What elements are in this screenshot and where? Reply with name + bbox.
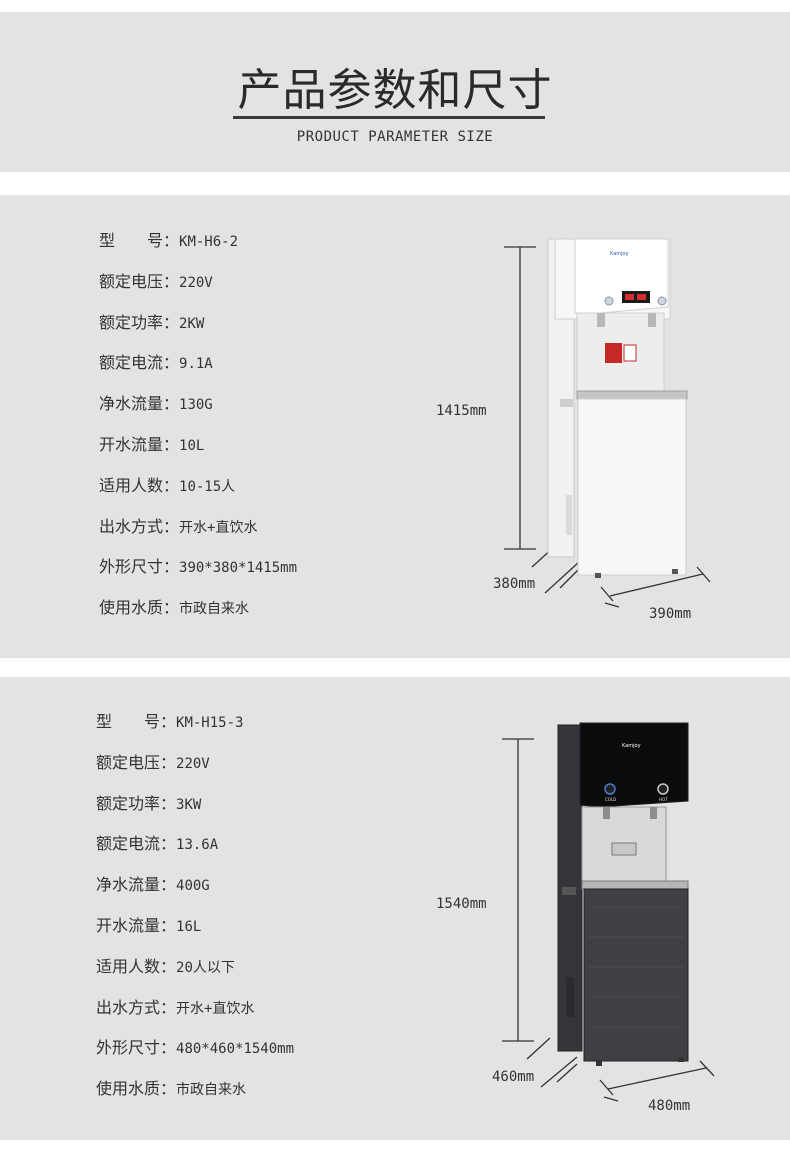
width-label: 480mm — [648, 1098, 691, 1114]
depth-label: 460mm — [492, 1069, 535, 1085]
spec-row: 额定电流：9.1A — [99, 351, 297, 392]
spec-row: 适用人数：20人以下 — [96, 955, 294, 996]
spec-label: 净水流量： — [99, 394, 180, 414]
width-label: 390mm — [649, 606, 692, 622]
svg-text:Kamjoy: Kamjoy — [622, 743, 641, 749]
spec-row: 外形尺寸：480*460*1540mm — [96, 1036, 294, 1077]
spec-value: 16L — [176, 918, 202, 935]
spec-value: 20人以下 — [176, 959, 235, 976]
spec-label: 净水流量： — [96, 875, 177, 895]
dispenser-dark: Kamjoy COLD HOT — [557, 722, 689, 1066]
header-banner: 产品参数和尺寸 PRODUCT PARAMETER SIZE — [0, 12, 790, 172]
page-subtitle: PRODUCT PARAMETER SIZE — [296, 129, 494, 145]
product-card-1: 型 号：KM-H6-2 额定电压：220V 额定功率：2KW 额定电流：9.1A… — [0, 195, 790, 658]
spec-value: 9.1A — [179, 356, 213, 373]
spec-value: 10L — [179, 437, 205, 454]
spec-label: 型 号： — [99, 231, 180, 250]
spec-label: 外形尺寸： — [99, 557, 180, 577]
spec-label: 额定功率： — [99, 312, 180, 332]
spec-value: 130G — [179, 397, 213, 414]
spec-label: 型 号： — [96, 712, 177, 731]
spec-label: 适用人数： — [96, 956, 177, 976]
page-title: 产品参数和尺寸 — [237, 65, 553, 116]
spec-value: 2KW — [179, 315, 205, 332]
spec-value: 3KW — [176, 796, 202, 813]
spec-row: 净水流量：130G — [99, 392, 297, 433]
spec-label: 额定电流： — [96, 834, 177, 854]
spec-value: 13.6A — [176, 837, 219, 854]
hot-label: HOT — [659, 797, 668, 802]
spec-value: 市政自来水 — [176, 1082, 247, 1099]
spec-value: 220V — [179, 274, 213, 291]
height-label: 1540mm — [436, 896, 487, 912]
height-dimension-line — [504, 246, 536, 550]
depth-label: 380mm — [493, 576, 536, 592]
spec-value: KM-H6-2 — [179, 234, 239, 250]
spec-row: 型 号：KM-H6-2 — [99, 229, 297, 270]
spec-label: 适用人数： — [99, 475, 180, 495]
spec-row: 开水流量：16L — [96, 914, 294, 955]
spec-label: 额定电流： — [99, 353, 180, 373]
spec-row: 外形尺寸：390*380*1415mm — [99, 555, 297, 596]
spec-row: 净水流量：400G — [96, 873, 294, 914]
spec-label: 出水方式： — [99, 516, 180, 536]
product-illustration: Kamjoy — [504, 238, 711, 608]
product-card-2: 型 号：KM-H15-3 额定电压：220V 额定功率：3KW 额定电流：13.… — [0, 677, 790, 1140]
spec-row: 额定电流：13.6A — [96, 832, 294, 873]
spec-label: 出水方式： — [96, 997, 177, 1017]
spec-row: 出水方式：开水+直饮水 — [99, 515, 297, 556]
height-dimension-line — [502, 738, 534, 1042]
title-underline — [233, 116, 545, 119]
spec-value: 480*460*1540mm — [176, 1041, 295, 1058]
spec-label: 额定功率： — [96, 793, 177, 813]
dispenser-white: Kamjoy — [547, 238, 688, 578]
spec-row: 使用水质：市政自来水 — [99, 596, 297, 637]
spec-value: KM-H15-3 — [176, 715, 244, 731]
spec-value: 390*380*1415mm — [179, 560, 298, 577]
width-dimension-line — [599, 1060, 715, 1102]
spec-row: 额定电压：220V — [99, 270, 297, 311]
spec-label: 使用水质： — [96, 1079, 177, 1099]
spec-row: 额定功率：2KW — [99, 311, 297, 352]
spec-row: 出水方式：开水+直饮水 — [96, 996, 294, 1037]
spec-value: 开水+直饮水 — [176, 1000, 255, 1017]
spec-row: 额定功率：3KW — [96, 792, 294, 833]
height-label: 1415mm — [436, 403, 487, 419]
depth-dimension-line — [526, 1037, 578, 1088]
width-dimension-line — [600, 566, 711, 608]
spec-value: 220V — [176, 755, 210, 772]
spec-value: 开水+直饮水 — [179, 519, 258, 536]
spec-row: 使用水质：市政自来水 — [96, 1077, 294, 1118]
spec-label: 额定电压： — [99, 271, 180, 291]
spec-row: 型 号：KM-H15-3 — [96, 710, 294, 751]
product-illustration: Kamjoy COLD HOT — [502, 722, 715, 1102]
spec-value: 10-15人 — [179, 478, 236, 495]
spec-list: 型 号：KM-H15-3 额定电压：220V 额定功率：3KW 额定电流：13.… — [96, 710, 294, 1118]
spec-label: 额定电压： — [96, 752, 177, 772]
spec-value: 400G — [176, 878, 210, 895]
spec-value: 市政自来水 — [179, 601, 250, 618]
spec-label: 外形尺寸： — [96, 1038, 177, 1058]
spec-row: 适用人数：10-15人 — [99, 474, 297, 515]
spec-label: 开水流量： — [99, 434, 180, 454]
spec-row: 开水流量：10L — [99, 433, 297, 474]
spec-label: 使用水质： — [99, 598, 180, 618]
cold-label: COLD — [605, 797, 616, 802]
spec-row: 额定电压：220V — [96, 751, 294, 792]
spec-label: 开水流量： — [96, 915, 177, 935]
svg-text:Kamjoy: Kamjoy — [610, 251, 629, 257]
spec-list: 型 号：KM-H6-2 额定电压：220V 额定功率：2KW 额定电流：9.1A… — [99, 229, 297, 637]
